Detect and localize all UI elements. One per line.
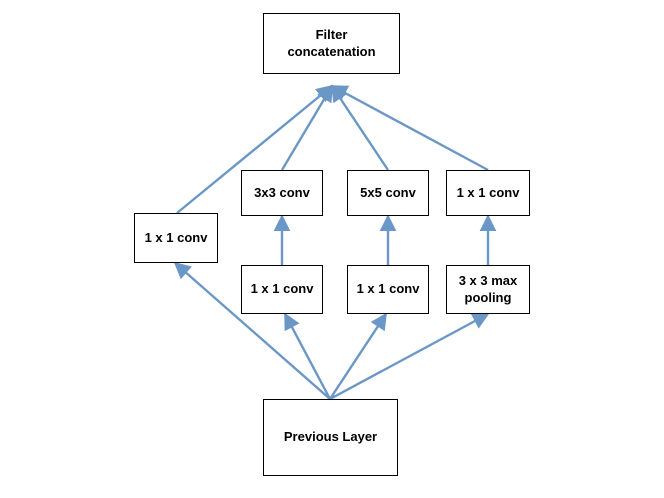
conv-1x1-right-top-box: 1 x 1 conv [446,170,530,216]
arrow-3x3-to-concat [280,84,334,171]
arrow-5x5-to-concat [331,84,389,171]
conv-1x1-left-label: 1 x 1 conv [144,229,208,245]
conv-1x1-reduce-3x3-label: 1 x 1 conv [250,281,314,297]
arrow-prev-to-reduce3 [283,312,332,400]
arrow-left-conv-to-concat [176,84,334,214]
max-pooling-label: 3 x 3 max pooling [458,273,518,305]
arrow-prev-to-reduce5 [328,312,388,400]
conv-1x1-reduce-5x5-box: 1 x 1 conv [347,265,429,314]
filter-concatenation-label: Filter concatenation [287,27,376,59]
arrow-prev-to-left-conv [173,261,331,400]
filter-concatenation-box: Filter concatenation [263,13,400,74]
conv-1x1-left-box: 1 x 1 conv [134,213,218,263]
conv-3x3-label: 3x3 conv [254,184,310,200]
conv-5x5-box: 5x5 conv [347,170,429,216]
previous-layer-label: Previous Layer [283,429,378,445]
previous-layer-box: Previous Layer [263,399,398,476]
conv-3x3-box: 3x3 conv [241,170,323,216]
conv-1x1-reduce-3x3-box: 1 x 1 conv [241,265,323,314]
arrow-prev-to-pool [329,312,490,401]
max-pooling-box: 3 x 3 max pooling [446,265,530,314]
conv-5x5-label: 5x5 conv [360,184,416,200]
arrow-right-conv-to-concat [330,84,489,172]
conv-1x1-reduce-5x5-label: 1 x 1 conv [356,281,420,297]
conv-1x1-right-top-label: 1 x 1 conv [456,184,520,200]
